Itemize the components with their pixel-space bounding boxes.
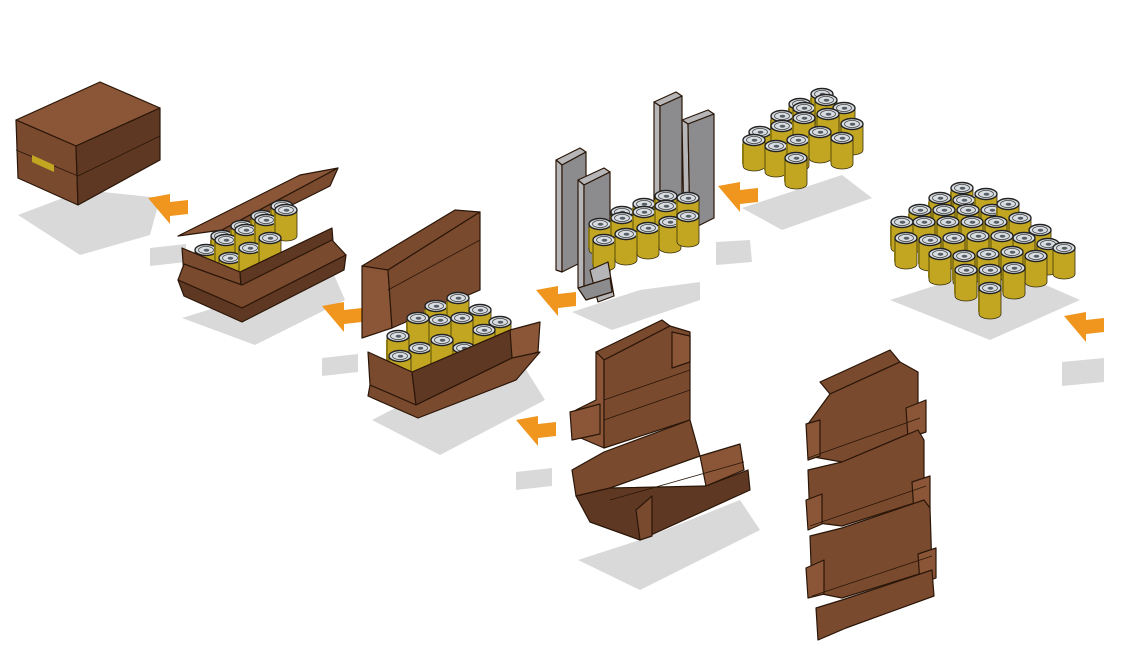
flat-blank-group [805, 349, 937, 641]
lid-folding-group [177, 167, 347, 345]
closed-carton-shadow [18, 190, 160, 255]
open-tray-with-cans-icon [361, 209, 541, 419]
gripper-transfer-group [555, 91, 752, 330]
flow-arrow-1 [1064, 312, 1104, 342]
flow-arrow-5 [322, 302, 362, 332]
flow-arrow-3 [536, 286, 576, 316]
grouped-cans-icon [742, 87, 864, 190]
lid-folding-icon [177, 167, 347, 323]
grouped-cans-large [890, 181, 1104, 386]
grouped-cans-small [742, 87, 872, 230]
gripper-icon [555, 91, 715, 303]
closed-carton-icon [15, 81, 161, 206]
partially-folded-blank-icon [569, 319, 751, 541]
partially-folded-blank-group [569, 319, 760, 590]
open-tray-group [361, 209, 545, 455]
flat-carton-blank-icon [805, 349, 937, 641]
flow-arrow-4 [516, 416, 556, 446]
closed-carton-group [15, 81, 161, 255]
